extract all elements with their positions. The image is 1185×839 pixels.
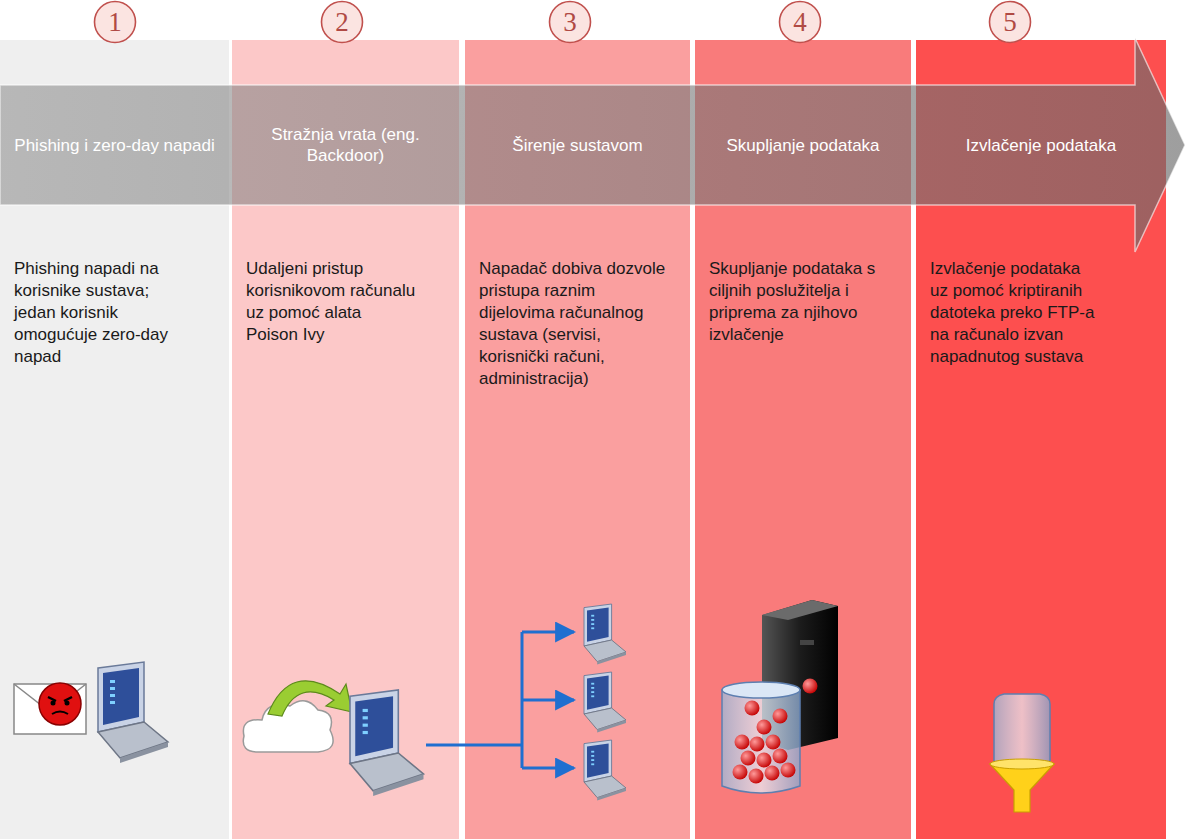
laptop-icon bbox=[350, 690, 424, 796]
stage-heading: Skupljanje podataka bbox=[705, 135, 901, 156]
laptop-icon bbox=[584, 604, 626, 665]
step-number-circle: 2 bbox=[320, 0, 364, 44]
stage-column: Izvlačenje podatakaIzvlačenje podataka u… bbox=[916, 0, 1166, 839]
phishing-icon bbox=[14, 662, 168, 763]
stage-description: Skupljanje podataka s ciljnih poslužitel… bbox=[709, 258, 905, 346]
backdoor-icon bbox=[243, 681, 423, 796]
stage-description: Udaljeni pristup korisnikovom računalu u… bbox=[246, 258, 416, 346]
laptop-icon bbox=[584, 672, 626, 733]
callout-number: 2 bbox=[320, 0, 364, 44]
laptop-icon bbox=[98, 662, 168, 763]
stage-column: Stražnja vrata (eng. Backdoor) Udaljeni p… bbox=[232, 0, 459, 839]
step-number-circle: 3 bbox=[548, 0, 592, 44]
stage-heading: Širenje sustavom bbox=[475, 135, 680, 156]
callout-number: 1 bbox=[93, 0, 137, 44]
stage-description: Phishing napadi na korisnike sustava; je… bbox=[14, 258, 174, 368]
step-number-circle: 1 bbox=[93, 0, 137, 44]
exfiltration-icon bbox=[990, 694, 1054, 812]
step-number-circle: 4 bbox=[778, 0, 822, 44]
step-number-circle: 5 bbox=[988, 0, 1032, 44]
stage-heading: Stražnja vrata (eng. Backdoor) bbox=[242, 124, 449, 166]
stage-description: Izvlačenje podataka uz pomoć kriptiranih… bbox=[930, 258, 1100, 368]
stage-heading: Phishing i zero-day napadi bbox=[10, 135, 219, 156]
stage-description: Napadač dobiva dozvole pristupa raznim d… bbox=[479, 258, 669, 390]
data-collection-icon bbox=[722, 600, 838, 793]
laptop-icon bbox=[584, 740, 626, 801]
spread-arrows bbox=[426, 604, 626, 801]
callout-number: 5 bbox=[988, 0, 1032, 44]
stage-heading: Izvlačenje podataka bbox=[926, 135, 1156, 156]
callout-number: 3 bbox=[548, 0, 592, 44]
stage-column: Skupljanje podatakaSkupljanje podataka s… bbox=[695, 0, 911, 839]
stage-column: Phishing i zero-day napadiPhishing napad… bbox=[0, 0, 229, 839]
callout-number: 4 bbox=[778, 0, 822, 44]
stage-column: Širenje sustavomNapadač dobiva dozvole p… bbox=[465, 0, 690, 839]
